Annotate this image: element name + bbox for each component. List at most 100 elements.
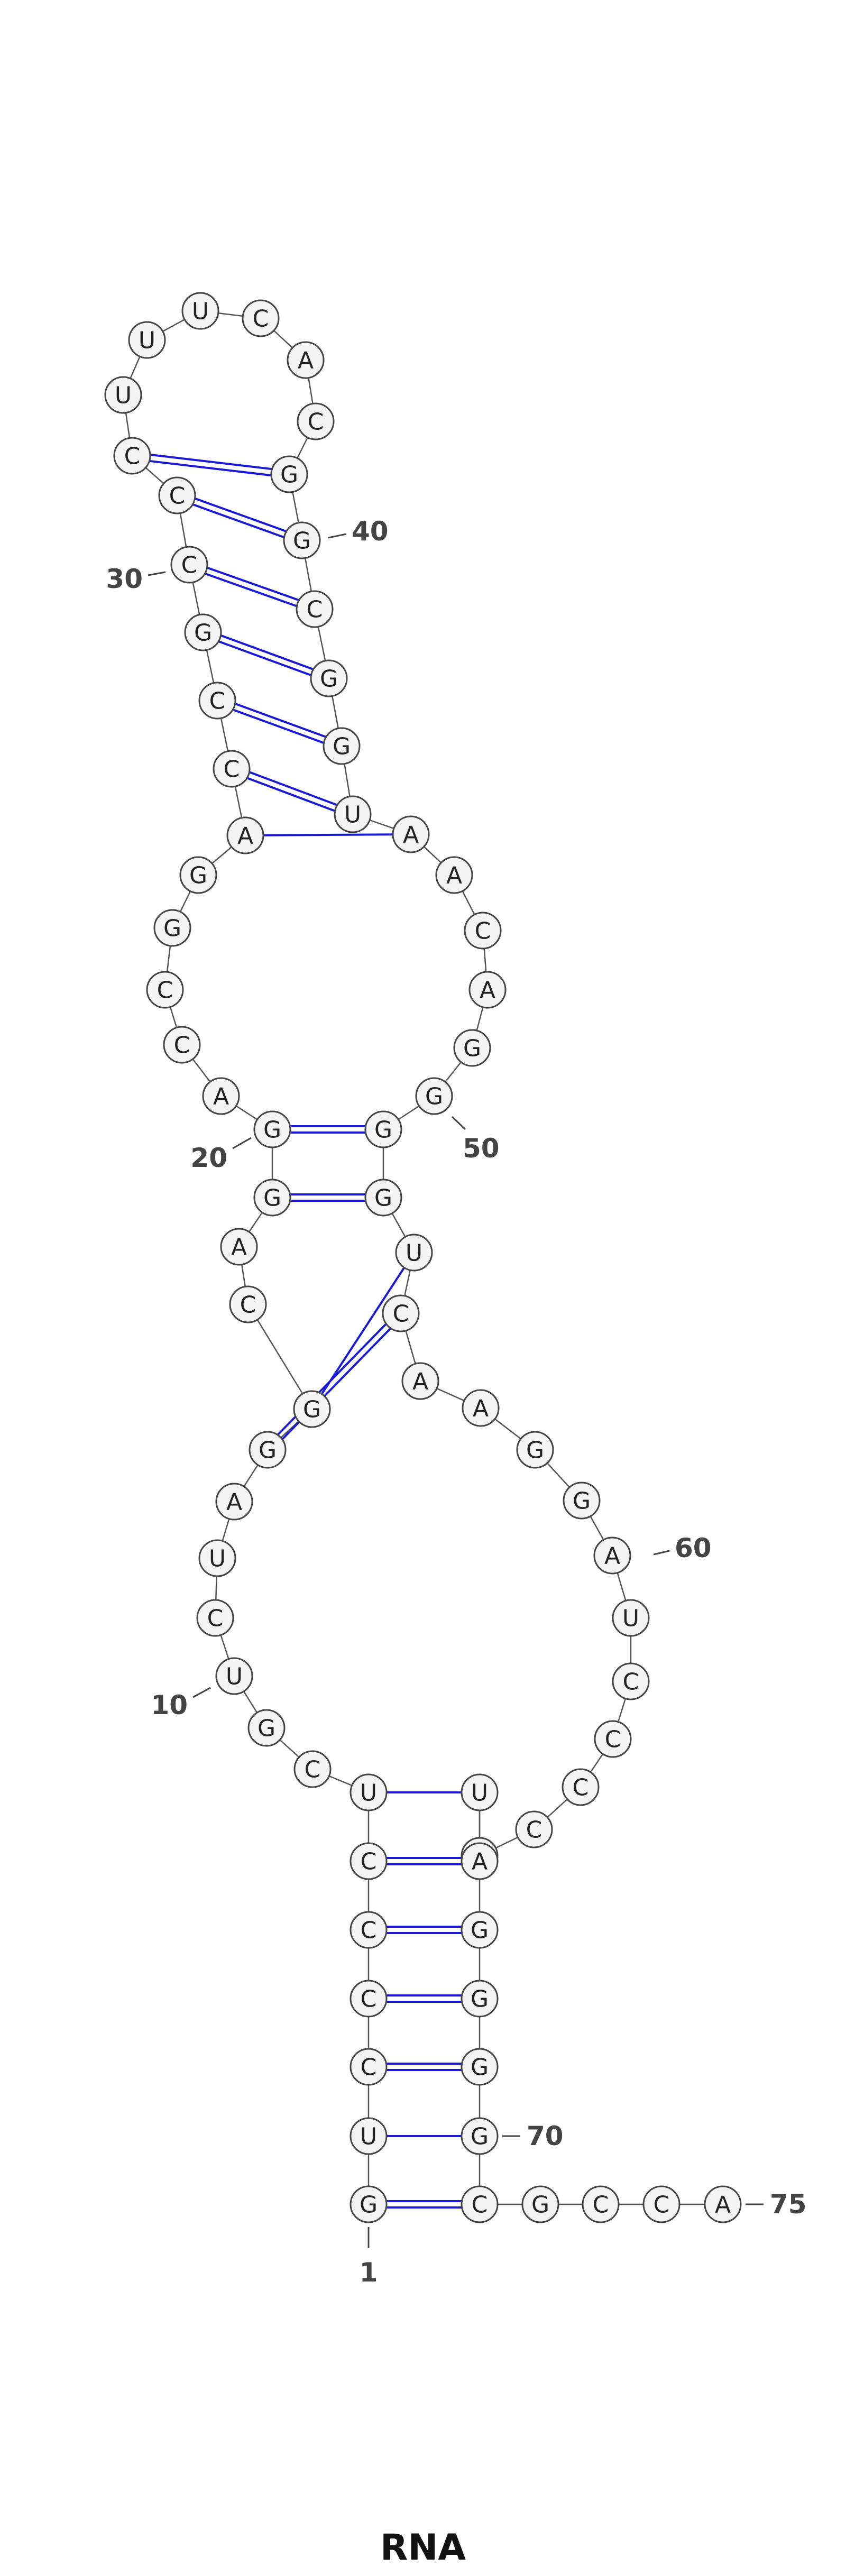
nucleotide-circle bbox=[464, 912, 502, 950]
nucleotide-letter: C bbox=[605, 1726, 621, 1753]
base-pair-line bbox=[207, 566, 299, 601]
nucleotide: U bbox=[181, 292, 219, 330]
nucleotide: G bbox=[461, 2117, 499, 2155]
nucleotide-letter: G bbox=[374, 1117, 392, 1144]
base-pair bbox=[387, 2063, 462, 2071]
nucleotide-circle bbox=[283, 521, 321, 559]
nucleotide: C bbox=[196, 1599, 234, 1637]
nucleotide: A bbox=[220, 1228, 258, 1266]
nucleotide: G bbox=[293, 1390, 331, 1428]
nucleotide-circle bbox=[435, 856, 473, 894]
nucleotide-circle bbox=[461, 1911, 499, 1949]
nucleotide: A bbox=[392, 815, 430, 853]
nucleotide: G bbox=[179, 856, 217, 894]
nucleotide-letter: C bbox=[169, 483, 186, 510]
nucleotide: C bbox=[146, 971, 184, 1009]
nucleotide-circle bbox=[704, 2185, 742, 2223]
position-label: 60 bbox=[653, 1533, 712, 1563]
nucleotide: U bbox=[350, 2117, 388, 2155]
base-pair-line bbox=[320, 1267, 406, 1395]
position-number: 10 bbox=[151, 1690, 188, 1721]
nucleotide-circle bbox=[392, 815, 430, 853]
nucleotide-letter: G bbox=[194, 620, 212, 647]
nucleotide-letter: C bbox=[472, 2192, 488, 2219]
nucleotide-circle bbox=[453, 1029, 491, 1067]
nucleotide-letter: U bbox=[360, 1780, 377, 1807]
position-number: 1 bbox=[360, 2257, 378, 2288]
nucleotide: A bbox=[287, 341, 325, 379]
nucleotide: U bbox=[104, 376, 142, 414]
nucleotide-circle bbox=[184, 613, 222, 651]
nucleotide-circle bbox=[146, 971, 184, 1009]
base-pair bbox=[387, 2200, 462, 2209]
nucleotide-circle bbox=[220, 1228, 258, 1266]
position-tick bbox=[192, 1687, 211, 1698]
base-pair-line bbox=[281, 1328, 391, 1440]
base-pair bbox=[387, 1994, 462, 2003]
nucleotide-letter: A bbox=[298, 347, 314, 374]
base-pair-layer bbox=[149, 454, 462, 2209]
nucleotide: U bbox=[128, 321, 166, 359]
nucleotide-letter: C bbox=[361, 2054, 377, 2081]
position-number: 30 bbox=[106, 564, 143, 594]
nucleotide: C bbox=[562, 1768, 600, 1806]
nucleotide-circle bbox=[563, 1482, 601, 1520]
nucleotide-letter: G bbox=[303, 1396, 321, 1423]
nucleotide-circle bbox=[253, 1110, 291, 1148]
nucleotide-letter: C bbox=[654, 2192, 670, 2219]
nucleotide: G bbox=[521, 2185, 559, 2223]
position-label: 70 bbox=[502, 2121, 564, 2151]
position-number: 50 bbox=[463, 1133, 500, 1164]
nucleotide-circle bbox=[163, 1026, 201, 1064]
nucleotide-letter: G bbox=[280, 462, 298, 489]
nucleotide-letter: C bbox=[253, 306, 269, 333]
nucleotide-circle bbox=[612, 1662, 650, 1700]
nucleotide: C bbox=[229, 1285, 267, 1323]
nucleotide-circle bbox=[287, 341, 325, 379]
nucleotide-letter: U bbox=[360, 2123, 377, 2150]
position-tick bbox=[653, 1550, 670, 1556]
nucleotide-letter: C bbox=[181, 552, 198, 579]
nucleotide-letter: C bbox=[174, 1032, 190, 1059]
nucleotide: C bbox=[515, 1810, 553, 1848]
nucleotide-letter: C bbox=[308, 409, 324, 436]
nucleotide: G bbox=[153, 909, 191, 947]
nucleotide-circle bbox=[198, 1539, 236, 1577]
nucleotide-circle bbox=[521, 2185, 559, 2223]
nucleotide: G bbox=[461, 1980, 499, 2018]
nucleotide-letter: C bbox=[573, 1774, 589, 1801]
nucleotide-letter: G bbox=[531, 2192, 549, 2219]
diagram-title: RNA bbox=[380, 2527, 466, 2569]
nucleotide: G bbox=[415, 1077, 453, 1115]
base-pair-line bbox=[249, 771, 337, 806]
nucleotide-letter: G bbox=[573, 1488, 591, 1515]
nucleotide: C bbox=[158, 476, 196, 514]
nucleotide-letter: G bbox=[471, 2054, 489, 2081]
nucleotide: C bbox=[594, 1720, 632, 1758]
nucleotide-letter: C bbox=[209, 688, 226, 715]
nucleotide-letter: C bbox=[593, 2192, 609, 2219]
nucleotide: C bbox=[170, 546, 208, 584]
nucleotide: C bbox=[642, 2185, 681, 2223]
nucleotide-circle bbox=[196, 1599, 234, 1637]
nucleotide-letter: G bbox=[463, 1035, 481, 1062]
base-pair bbox=[192, 497, 287, 539]
nucleotide-letter: G bbox=[374, 1185, 392, 1212]
nucleotide: A bbox=[462, 1389, 500, 1427]
nucleotide-letter: C bbox=[623, 1669, 639, 1696]
nucleotide: G bbox=[461, 2048, 499, 2086]
nucleotide-circle bbox=[334, 795, 372, 833]
nucleotide: A bbox=[215, 1483, 253, 1521]
nucleotide-circle bbox=[198, 682, 236, 720]
nucleotide: C bbox=[213, 750, 251, 788]
nucleotide-circle bbox=[213, 750, 251, 788]
position-label: 30 bbox=[106, 564, 166, 594]
nucleotide-letter: G bbox=[360, 2192, 378, 2219]
nucleotide-letter: G bbox=[471, 2123, 489, 2150]
nucleotide-letter: C bbox=[124, 443, 141, 470]
nucleotide-letter: U bbox=[115, 382, 132, 409]
nucleotide-letter: G bbox=[189, 862, 207, 889]
nucleotide: G bbox=[247, 1709, 286, 1747]
base-pair bbox=[290, 1125, 365, 1134]
